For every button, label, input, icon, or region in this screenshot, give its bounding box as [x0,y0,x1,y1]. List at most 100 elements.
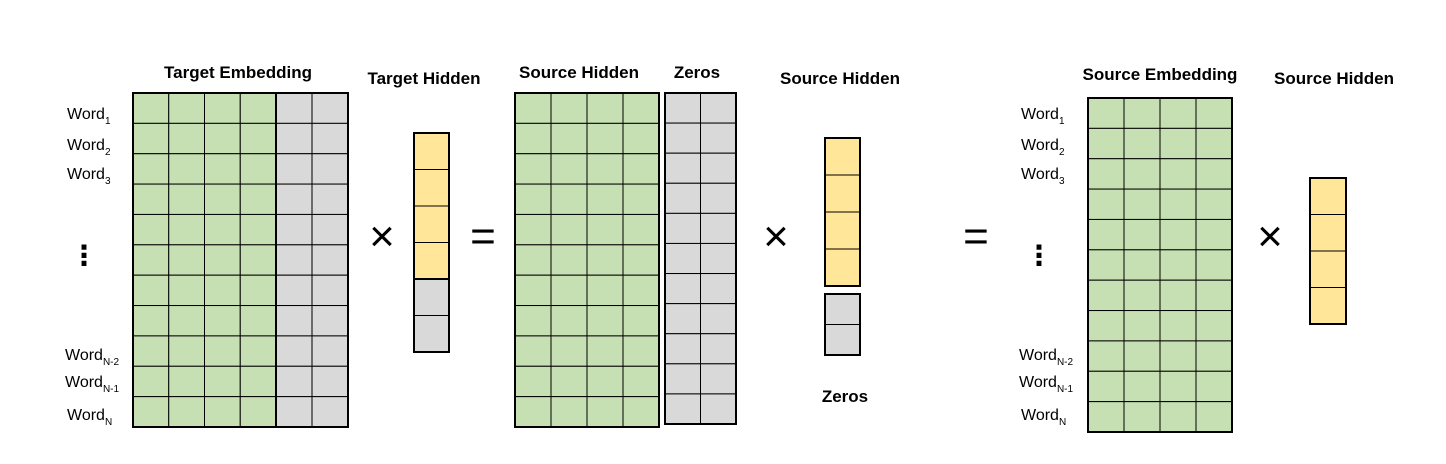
source-hidden-matrix-cell [514,335,552,367]
target-embedding-green-cell [239,244,277,276]
zeros-matrix-cell [700,212,737,244]
zeros-title-1: Zeros [674,63,720,82]
target-hidden-yellow-cell [413,132,450,170]
target-embedding-zeros-cell [275,213,313,246]
target-hidden-title: Target Hidden [367,69,480,88]
target-embedding-green-cell [132,183,170,215]
source-hidden-matrix-cell [550,122,588,155]
source-embedding-matrix-cell [1159,218,1197,251]
source-hidden-matrix-cell [622,92,660,124]
source-hidden-matrix-cell [550,365,588,398]
source-hidden-title-3: Source Hidden [1274,69,1394,88]
row-label-word-n-2: WordN-2 [65,347,119,368]
zeros-matrix-cell [700,333,737,365]
source-embedding-matrix-cell [1087,310,1125,342]
row-label-word-n-2-right: WordN-2 [1019,347,1073,368]
multiply-operator-1: × [369,212,395,261]
target-embedding-green-cell [132,365,170,398]
source-embedding-matrix-cell [1087,218,1125,251]
target-embedding-green-cell [239,365,277,398]
source-hidden-vector-outline [824,137,861,287]
zeros-matrix-cell [664,92,701,124]
source-hidden-matrix-cell [586,122,624,155]
source-hidden-matrix-outline [514,92,660,428]
multiply-operator-3: × [1257,212,1283,261]
source-hidden-matrix-cell [622,274,660,307]
source-embedding-matrix-cell [1159,127,1197,160]
target-embedding-zeros-cell [275,153,313,185]
source-hidden-matrix-cell [550,274,588,307]
row-label-word-n-1-right: WordN-1 [1019,374,1073,395]
row-label-word-n-1: WordN-1 [65,374,119,395]
target-embedding-green-cell [204,274,241,307]
target-embedding-green-cell [168,244,205,276]
source-embedding-matrix-cell [1087,158,1125,190]
zeros-matrix-cell [700,152,737,184]
row-ellipsis-right: ⋮ [1025,240,1053,271]
source-hidden-matrix-cell [622,122,660,155]
target-embedding-green-cell [132,396,170,428]
source-hidden-vector-2-cell [1309,287,1347,325]
target-embedding-green-cell [168,365,205,398]
source-hidden-matrix-cell [622,305,660,337]
target-embedding-green-cell [204,153,241,185]
right-row-labels: Word1 Word2 Word3 ⋮ WordN-2 WordN-1 Word… [1019,106,1073,428]
target-embedding-zeros-cell [311,183,349,215]
target-embedding-green-cell [168,396,205,428]
source-hidden-matrix [514,92,660,428]
row-label-word-2-right: Word2 [1021,137,1065,158]
target-embedding-green-cell [204,365,241,398]
zeros-matrix-cell [664,152,701,184]
source-embedding-matrix-cell [1159,401,1197,433]
source-hidden-matrix-cell [622,213,660,246]
target-hidden-zeros-outline [413,278,450,353]
source-hidden-title-1: Source Hidden [519,63,639,82]
zeros-matrix-cell [700,273,737,305]
zeros-matrix-outline [664,92,737,425]
source-hidden-matrix-cell [586,305,624,337]
target-embedding-green-cell [239,92,277,124]
target-embedding-zeros-cell [311,244,349,276]
source-embedding-matrix-cell [1087,249,1125,281]
source-embedding-matrix-cell [1195,218,1233,251]
source-hidden-vector [824,137,861,287]
target-embedding-green-cell [168,153,205,185]
target-embedding-green-cell [239,153,277,185]
source-hidden-matrix-cell [586,92,624,124]
source-hidden-vector-cell [824,211,861,250]
source-embedding-matrix-cell [1123,188,1161,220]
target-embedding-green-cell [168,92,205,124]
target-embedding-green-cell [239,396,277,428]
zeros-matrix-cell [664,212,701,244]
target-embedding-green-cell [239,122,277,155]
source-hidden-matrix-cell [550,305,588,337]
matrix-grids [132,92,1347,433]
row-label-word-3-right: Word3 [1021,166,1065,187]
target-embedding-green-cell [132,153,170,185]
source-hidden-matrix-cell [586,213,624,246]
source-hidden-matrix-cell [586,365,624,398]
target-embedding-green-cell [204,244,241,276]
target-embedding-zeros-cell [311,92,349,124]
zeros-vector-outline [824,293,861,356]
source-hidden-vector-2 [1309,177,1347,325]
zeros-matrix-cell [700,92,737,124]
row-label-word-n: WordN [67,407,112,428]
target-embedding-zeros-cell [275,274,313,307]
target-embedding-green-cell [239,183,277,215]
source-hidden-matrix-cell [622,244,660,276]
target-hidden-zeros [413,278,450,353]
source-hidden-matrix-cell [514,92,552,124]
target-hidden-yellow-cell [413,205,450,243]
row-ellipsis: ⋮ [70,240,98,271]
source-embedding-matrix-cell [1087,401,1125,433]
source-hidden-matrix-cell [622,335,660,367]
target-embedding-green-cell [168,183,205,215]
source-embedding-matrix [1087,97,1233,433]
target-embedding-green-cell [239,213,277,246]
target-embedding-zeros-cell [311,335,349,367]
target-embedding-zeros [275,92,349,428]
source-embedding-matrix-cell [1195,340,1233,372]
source-hidden-matrix-cell [586,244,624,276]
